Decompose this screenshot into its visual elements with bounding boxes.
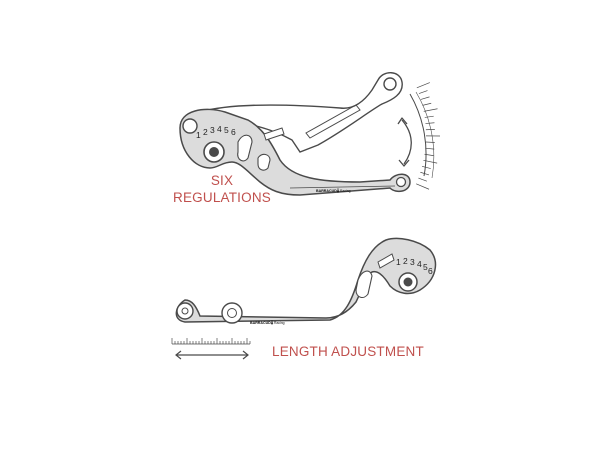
arc-tick [425,123,434,124]
curved-arrow-icon [398,118,411,166]
dial-number: 6 [428,266,433,276]
caption-line: SIX [172,172,272,189]
six-regulations-caption: SIX REGULATIONS [172,172,272,206]
pivot-mid-inner [228,309,237,318]
arc-tick [422,166,431,168]
dial-number: 5 [224,125,229,135]
dial-number: 4 [417,259,422,269]
arc-tick [425,148,434,149]
dial-number: 2 [203,127,208,137]
arc-tick [425,116,434,117]
length-adjustment-caption: LENGTH ADJUSTMENT [272,343,424,360]
pivot-main-core [209,147,219,157]
arc-tick [417,83,430,88]
arc-tick [424,109,438,112]
length-ruler [172,338,250,344]
lever-tip-hole [397,178,406,187]
dial-number: 1 [196,130,201,140]
cutout-4 [356,271,372,297]
caption-line: REGULATIONS [172,189,272,206]
arc-tick [416,184,429,189]
brand-tag: Racing [274,321,285,325]
lever-bottom-assembly: 1 2 3 4 5 6 BARRACUDA Racing [172,238,435,359]
cutout-2 [258,154,270,170]
arc-tick [418,178,426,181]
brand-label: BARRACUDA [250,321,274,325]
brand-tag: Racing [340,189,351,193]
arc-tick [426,142,435,143]
adjustment-scale-arc [410,83,440,190]
arc-tick [419,91,427,94]
arc-tick [422,103,431,105]
dial-number: 6 [231,127,236,137]
arc-tick [421,97,430,100]
pivot-upper [183,119,197,133]
pivot-main-bottom-core [404,278,413,287]
pivot-tip-inner [182,308,188,314]
dial-number: 1 [396,257,401,267]
brand-label: BARRACUDA [316,189,340,193]
double-arrow-icon [176,351,248,359]
lever-bottom-body [176,238,435,322]
dial-number: 2 [403,256,408,266]
dial-number: 3 [410,257,415,267]
dial-number: 4 [217,124,222,134]
dial-number: 3 [210,125,215,135]
ghost-pivot-hole [384,78,396,90]
